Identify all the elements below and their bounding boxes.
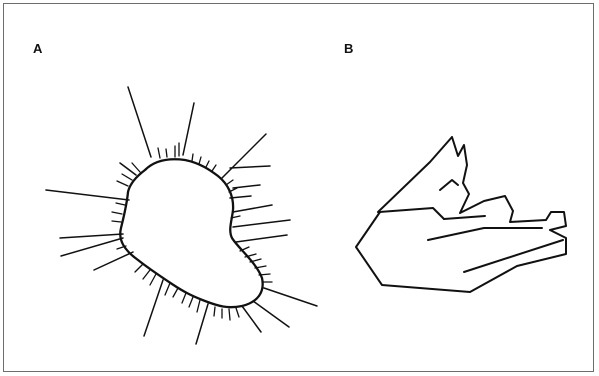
cell-outline	[120, 159, 262, 307]
inner-line-3	[428, 228, 542, 240]
inner-line-2	[444, 216, 485, 219]
short-spikes	[112, 143, 272, 320]
long-spikes	[46, 87, 317, 344]
body-outline	[356, 137, 566, 292]
inner-line-5	[440, 180, 458, 190]
panel-b-cell-drawing	[356, 137, 566, 292]
inner-line-1	[380, 208, 444, 219]
panel-a-cell-drawing	[46, 87, 317, 344]
